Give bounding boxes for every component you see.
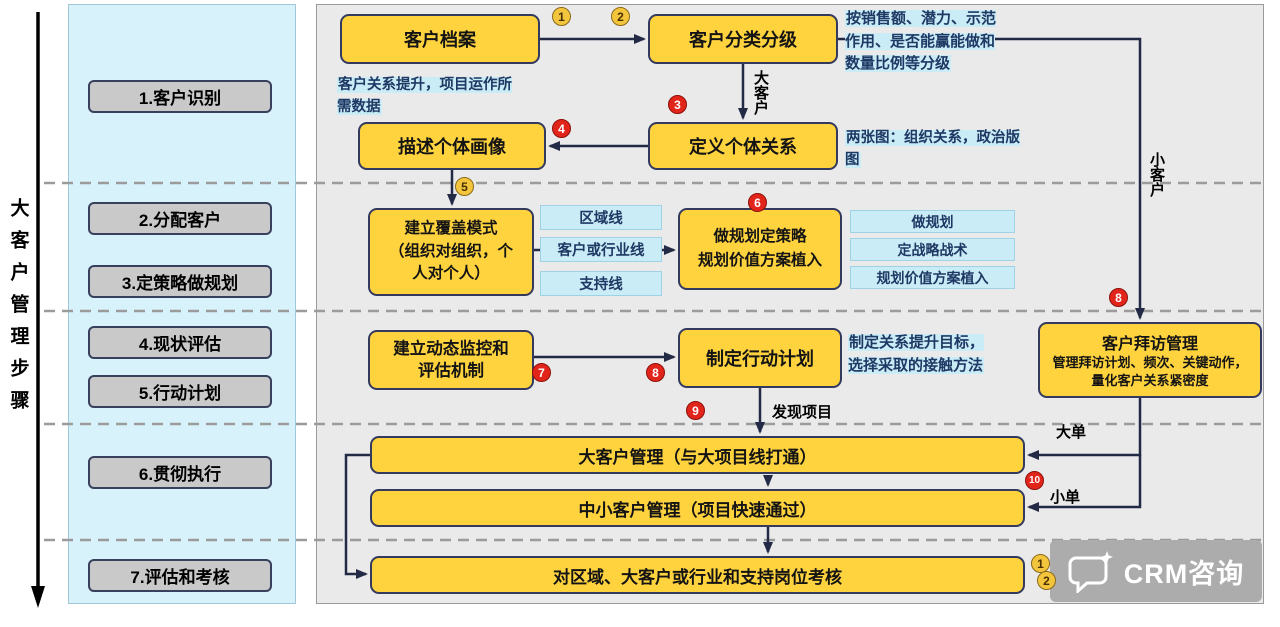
badge-9: 9 xyxy=(686,401,705,420)
sidebar-step-5: 5.行动计划 xyxy=(88,375,272,408)
node-assessment: 对区域、大客户或行业和支持岗位考核 xyxy=(370,556,1025,594)
node-smb-mgmt: 中小客户管理（项目快速通过） xyxy=(370,489,1025,527)
node-action-plan: 制定行动计划 xyxy=(678,328,842,388)
node-monitor-mechanism: 建立动态监控和 评估机制 xyxy=(368,330,534,390)
badge-assess-2: 2 xyxy=(1037,571,1056,590)
badge-1: 1 xyxy=(552,7,571,26)
sidebar-step-3: 3.定策略做规划 xyxy=(88,265,272,298)
node-planning-strategy: 做规划定策略 规划价值方案植入 xyxy=(678,208,842,290)
crm-logo: CRM咨询 xyxy=(1050,540,1262,602)
annotation-relation-goal: 制定关系提升目标，选择采取的接触方法 xyxy=(848,334,985,374)
sidebar-step-4: 4.现状评估 xyxy=(88,326,272,359)
node-portrait: 描述个体画像 xyxy=(358,122,546,170)
annotation-line-region: 区域线 xyxy=(540,205,662,230)
node-visit-management: 客户拜访管理 管理拜访计划、频次、关键动作，量化客户关系紧密度 xyxy=(1038,322,1262,398)
label-big-order: 大单 xyxy=(1056,424,1087,441)
node-classification: 客户分类分级 xyxy=(648,14,838,64)
label-small-customer: 小客户 xyxy=(1148,152,1165,197)
visit-management-desc: 管理拜访计划、频次、关键动作，量化客户关系紧密度 xyxy=(1052,354,1248,388)
annotation-plan-1: 做规划 xyxy=(850,210,1015,233)
badge-8: 8 xyxy=(646,363,665,382)
label-small-order: 小单 xyxy=(1050,489,1081,506)
badge-2: 2 xyxy=(611,7,630,26)
label-find-project: 发现项目 xyxy=(772,404,833,421)
sidebar-step-1: 1.客户识别 xyxy=(88,80,272,113)
annotation-two-charts: 两张图：组织关系，政治版图 xyxy=(845,130,1020,168)
chat-bubble-icon xyxy=(1068,551,1113,593)
annotation-line-customer: 客户或行业线 xyxy=(540,237,662,262)
annotation-data-needed: 客户关系提升，项目运作所需数据 xyxy=(337,77,512,115)
sidebar-step-6: 6.贯彻执行 xyxy=(88,456,272,489)
badge-visit: 8 xyxy=(1109,288,1128,307)
axis-arrow xyxy=(31,12,45,608)
badge-6: 6 xyxy=(748,193,767,212)
badge-small-order: 10 xyxy=(1025,471,1044,490)
annotation-line-support: 支持线 xyxy=(540,271,662,296)
visit-management-title: 客户拜访管理 xyxy=(1101,335,1198,353)
node-key-account-mgmt: 大客户管理（与大项目线打通） xyxy=(370,436,1025,474)
axis-title: 大客户管理步骤 xyxy=(7,198,29,422)
badge-3: 3 xyxy=(668,95,687,114)
annotation-plan-3: 规划价值方案植入 xyxy=(850,266,1015,289)
annotation-grading: 按销售额、潜力、示范作用、是否能赢能做和数量比例等分级 xyxy=(845,10,997,72)
sidebar-step-7: 7.评估和考核 xyxy=(88,559,272,592)
badge-5: 5 xyxy=(455,177,474,196)
crm-logo-text: CRM咨询 xyxy=(1123,558,1245,589)
node-coverage-model: 建立覆盖模式 （组织对组织，个 人对个人） xyxy=(368,208,534,296)
badge-4: 4 xyxy=(552,119,571,138)
node-define-relation: 定义个体关系 xyxy=(648,122,838,170)
node-customer-file: 客户档案 xyxy=(340,14,540,64)
annotation-plan-2: 定战略战术 xyxy=(850,238,1015,261)
label-big-customer: 大客户 xyxy=(752,70,769,115)
badge-7: 7 xyxy=(532,363,551,382)
flow-arrows xyxy=(344,34,1145,579)
sidebar-step-2: 2.分配客户 xyxy=(88,202,272,235)
